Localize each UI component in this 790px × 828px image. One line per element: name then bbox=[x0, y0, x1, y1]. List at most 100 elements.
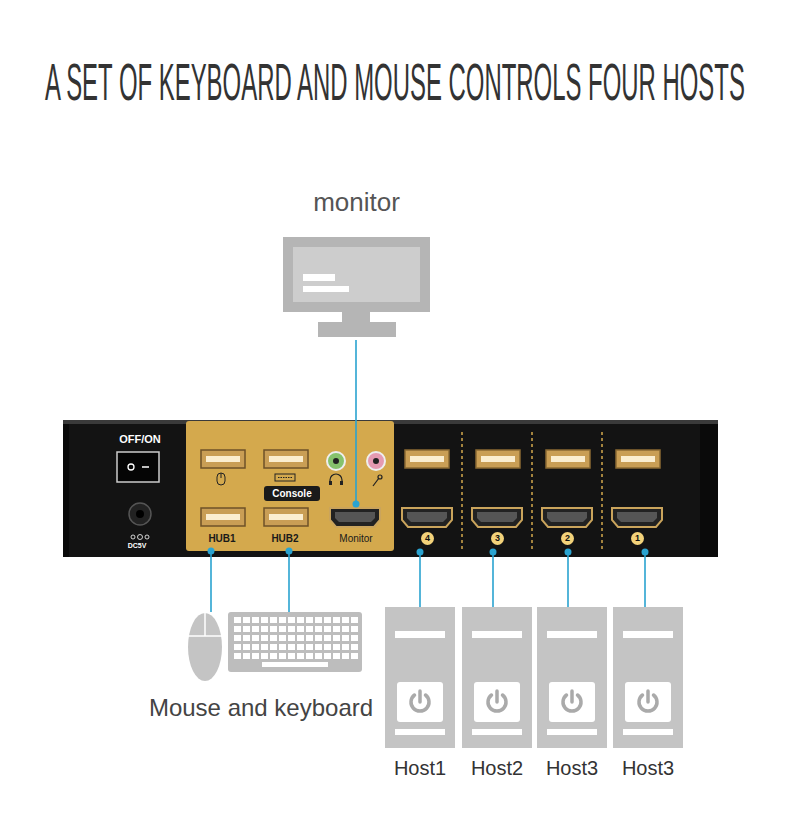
hdmi-port bbox=[542, 508, 592, 527]
port-divider bbox=[461, 432, 463, 552]
host-port: 4 bbox=[400, 504, 455, 552]
monitor-icon bbox=[283, 237, 430, 312]
dc-jack bbox=[131, 535, 135, 539]
host-computer bbox=[474, 682, 520, 722]
connector bbox=[353, 340, 360, 508]
keyboard-symbol bbox=[275, 474, 295, 481]
host-computer bbox=[472, 631, 522, 638]
usb-port bbox=[621, 456, 655, 462]
mouse-symbol bbox=[221, 473, 222, 478]
connector bbox=[642, 549, 649, 608]
hdmi-port bbox=[330, 508, 380, 527]
keyboard-icon bbox=[234, 617, 358, 659]
connector bbox=[490, 549, 497, 608]
usb-port bbox=[616, 450, 660, 468]
host-computer bbox=[462, 607, 532, 748]
power-switch bbox=[128, 464, 134, 470]
keyboard-icon bbox=[228, 612, 362, 672]
host-node: Host2 bbox=[461, 607, 533, 782]
connector-dot bbox=[565, 549, 572, 556]
microphone-symbol bbox=[378, 475, 382, 479]
host-computer bbox=[537, 607, 607, 748]
connector-line bbox=[210, 551, 212, 612]
usb-port bbox=[269, 456, 303, 462]
console-panel bbox=[186, 421, 394, 551]
host-label: Host2 bbox=[461, 756, 533, 780]
host-computer bbox=[395, 729, 445, 735]
host-computer bbox=[547, 729, 597, 735]
host-computer bbox=[570, 691, 574, 702]
mouse-icon bbox=[204, 613, 206, 636]
connector-line bbox=[567, 552, 569, 607]
power-switch bbox=[117, 452, 159, 482]
monitor-icon bbox=[283, 237, 430, 337]
hdmi-port bbox=[477, 512, 517, 522]
connector-dot bbox=[417, 549, 424, 556]
mouse-icon bbox=[188, 635, 222, 637]
keyboard-icon bbox=[228, 612, 362, 672]
host-node: Host3 bbox=[612, 607, 684, 782]
keyboard-symbol bbox=[275, 474, 295, 481]
host-computer bbox=[462, 607, 532, 748]
kvm-switch-body bbox=[63, 424, 69, 557]
connector-line bbox=[419, 552, 421, 607]
monitor-icon bbox=[342, 312, 370, 322]
audio-jack bbox=[327, 452, 345, 470]
usb-port bbox=[206, 456, 240, 462]
kvm-switch-body bbox=[63, 420, 718, 557]
monitor-icon bbox=[303, 286, 349, 292]
port-number: 1 bbox=[631, 532, 644, 545]
host-node: Host3 bbox=[536, 607, 608, 782]
mouse-symbol bbox=[217, 473, 225, 485]
host-computer bbox=[395, 631, 445, 638]
hdmi-port bbox=[542, 508, 592, 527]
headphone-symbol bbox=[340, 481, 343, 485]
usb-port bbox=[405, 450, 449, 468]
usb-port bbox=[201, 508, 245, 526]
mouse-keyboard: Mouse and keyboard bbox=[146, 612, 376, 725]
hdmi-port bbox=[617, 512, 657, 522]
connector-line bbox=[644, 552, 646, 607]
connector-dot bbox=[208, 548, 215, 555]
console-panel: ConsoleHUB1 HUB2 Monitor bbox=[186, 421, 394, 551]
kvm-switch: OFF/ONConsoleHUB1HUB2Monitor4321 bbox=[63, 420, 718, 557]
monitor-icon bbox=[318, 322, 396, 337]
mouse-icon bbox=[188, 613, 222, 681]
hub-label: HUB2 bbox=[260, 532, 310, 545]
usb-port bbox=[206, 514, 240, 520]
microphone-symbol bbox=[373, 475, 382, 486]
host-port: 1 bbox=[610, 504, 665, 552]
hub-label: HUB1 bbox=[197, 532, 247, 545]
host-computer bbox=[623, 631, 673, 638]
device-label: Mouse and keyboard bbox=[146, 693, 376, 723]
connector bbox=[286, 548, 293, 613]
power-switch bbox=[117, 452, 159, 482]
host-computer bbox=[625, 682, 671, 722]
microphone-symbol bbox=[373, 478, 379, 486]
port-number: 3 bbox=[491, 532, 504, 545]
hdmi-port bbox=[407, 512, 447, 522]
host-computer bbox=[418, 691, 422, 702]
dc-jack bbox=[129, 503, 151, 540]
usb-port bbox=[546, 450, 590, 468]
keyboard-icon bbox=[262, 662, 328, 667]
hdmi-port bbox=[402, 508, 452, 527]
console-label: Console bbox=[264, 486, 320, 501]
audio-jack bbox=[327, 452, 345, 470]
monitor-node: monitor bbox=[280, 182, 433, 340]
monitor-icon bbox=[303, 274, 335, 281]
host-port: 2 bbox=[540, 504, 595, 552]
usb-port bbox=[264, 450, 308, 468]
headphone-symbol bbox=[329, 481, 332, 485]
host-computer bbox=[613, 607, 683, 748]
port-number: 4 bbox=[421, 532, 434, 545]
host-computer bbox=[397, 682, 443, 722]
host-label: Host3 bbox=[612, 756, 684, 780]
power-rating: DC5V bbox=[121, 541, 153, 550]
connector-line bbox=[288, 551, 290, 612]
connector bbox=[208, 548, 215, 613]
port-label: Monitor bbox=[326, 532, 386, 545]
usb-port bbox=[201, 508, 245, 526]
